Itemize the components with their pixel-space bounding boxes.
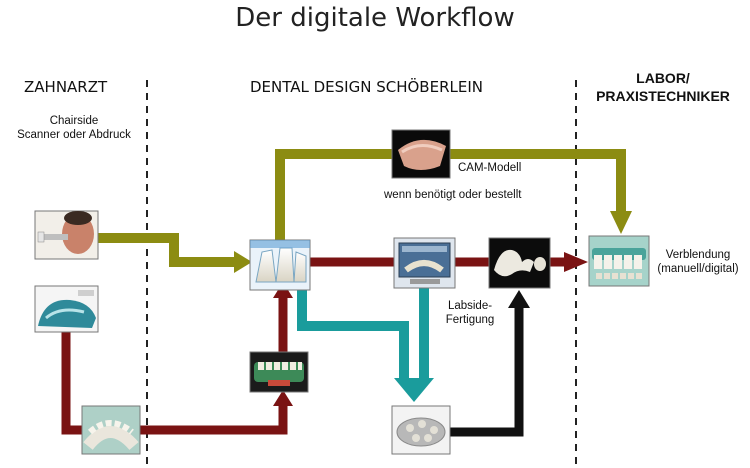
arrow-olive-scan-to-cad	[98, 233, 236, 267]
label-chairside-line2: Scanner oder Abdruck	[17, 129, 131, 141]
label-if-needed: wenn benötigt oder bestellt	[384, 189, 522, 201]
arrow-olive-top-right	[450, 149, 626, 214]
column-design: DENTAL DESIGN SCHÖBERLEIN	[250, 78, 483, 96]
label-veneer-line1: Verblendung	[665, 249, 731, 261]
arrow-black-disc-to-crowns	[450, 306, 524, 437]
arrowhead-olive-cad	[234, 251, 252, 273]
arrow-teal-cad-to-disc	[297, 290, 409, 382]
cad-screen-photo	[393, 237, 456, 289]
milling-disc-photo	[391, 405, 451, 455]
impression-tray-photo	[34, 285, 99, 333]
patient-scan-photo	[34, 210, 99, 260]
page-title: Der digitale Workflow	[235, 3, 515, 33]
label-veneer-line2: (manuell/digital)	[657, 263, 739, 275]
arrowhead-maroon-gum	[273, 390, 293, 406]
arrow-maroon-model-to-gum	[140, 404, 288, 435]
cam-model-photo	[391, 129, 451, 179]
arrow-maroon-impression	[61, 330, 82, 435]
column-lab-line1: LABOR/	[636, 70, 690, 86]
arrowhead-black-crowns	[508, 290, 530, 308]
arrowhead-olive-lab	[610, 211, 632, 234]
arrowhead-maroon-lab	[564, 252, 588, 272]
cad-teeth-photo	[249, 239, 311, 291]
label-chairside-line1: Chairside	[49, 115, 99, 127]
column-dentist: ZAHNARZT	[24, 78, 108, 96]
milled-crowns-photo	[488, 237, 551, 289]
column-lab-line2: PRAXISTECHNIKER	[596, 88, 730, 104]
final-teeth-photo	[588, 235, 650, 287]
label-labside-line2: Fertigung	[445, 314, 495, 326]
label-cam-model: CAM-Modell	[458, 162, 522, 174]
label-labside-line1: Labside-	[447, 300, 493, 312]
arrow-olive-top	[275, 149, 392, 242]
arrowhead-teal-disc	[394, 378, 434, 402]
gum-model-photo	[249, 351, 309, 393]
plaster-model-photo	[81, 405, 141, 455]
